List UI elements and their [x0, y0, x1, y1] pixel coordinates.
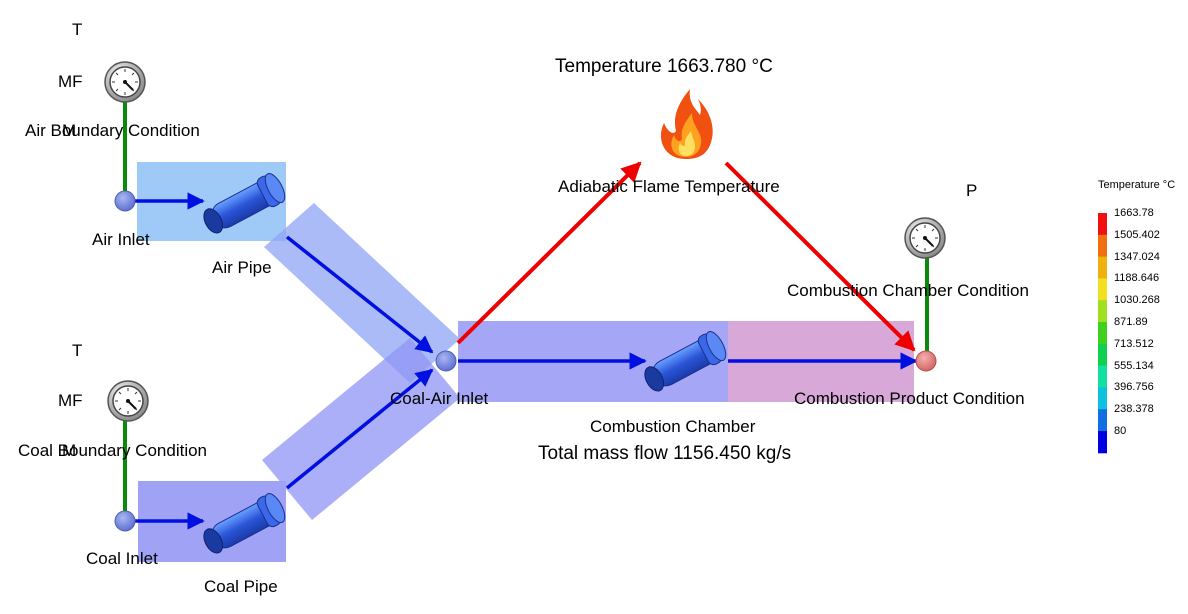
junction-to-flame-arrow [456, 161, 642, 345]
air-boundary-condition-label: Air Boundary Condition [25, 121, 200, 140]
legend-swatch [1098, 234, 1107, 258]
legend-swatch [1098, 365, 1107, 388]
flame-to-product-arrow [724, 161, 916, 352]
legend-swatch [1098, 343, 1107, 367]
legend-swatch [1098, 431, 1107, 454]
legend-swatch [1098, 278, 1107, 301]
legend-swatch [1098, 409, 1107, 432]
legend-value-label: 1663.78 [1114, 207, 1154, 219]
temperature-readout: Temperature 1663.780 °C [555, 56, 773, 77]
air-inlet-node-icon[interactable] [114, 190, 136, 212]
legend-value-label: 80 [1114, 425, 1127, 437]
legend-swatch [1098, 213, 1107, 236]
air-pipe-diagonal-region[interactable] [264, 203, 460, 383]
legend-value-label: 1030.268 [1114, 294, 1160, 307]
coal-inlet-node-icon[interactable] [114, 510, 136, 532]
combustion-chamber-condition-label: Combustion Chamber Condition [787, 281, 1029, 300]
total-mass-flow-readout: Total mass flow 1156.450 kg/s [538, 443, 792, 464]
air-pipe-label: Air Pipe [212, 258, 272, 277]
combustion-product-node-icon[interactable] [915, 350, 937, 372]
coal-pipe-label: Coal Pipe [204, 577, 278, 596]
air-inlet-label: Air Inlet [92, 230, 150, 249]
legend-value-label: 1347.024 [1114, 250, 1160, 263]
legend-value-label: 1505.402 [1114, 228, 1160, 241]
legend-swatch [1098, 322, 1107, 345]
flame-icon[interactable] [660, 89, 713, 159]
legend-value-label: 396.756 [1114, 381, 1154, 394]
combustion-chamber-label: Combustion Chamber [590, 417, 756, 436]
air-mf-label: MF [58, 72, 83, 91]
chamber-p-label: P [966, 181, 978, 200]
legend-value-label: 713.512 [1114, 337, 1154, 350]
legend-value-label: 1188.646 [1114, 272, 1160, 285]
coal-t-label: T [72, 341, 83, 360]
adiabatic-flame-temperature-label: Adiabatic Flame Temperature [558, 177, 780, 196]
legend-value-label: 555.134 [1114, 359, 1154, 372]
air-pipe-to-junction-arrow [285, 235, 434, 354]
coal-inlet-label: Coal Inlet [86, 549, 158, 568]
coal-air-inlet-label: Coal-Air Inlet [390, 389, 489, 408]
combustion-product-condition-label: Combustion Product Condition [794, 389, 1025, 408]
legend-title: Temperature °C [1098, 179, 1176, 191]
air-boundary-gauge-icon[interactable] [104, 61, 146, 103]
air-t-label: T [72, 20, 83, 39]
legend-value-label: 871.89 [1114, 316, 1148, 328]
coal-boundary-gauge-icon[interactable] [107, 380, 149, 422]
coal-boundary-condition-label: Coal Boundary Condition [18, 441, 208, 460]
coal-air-inlet-node-icon[interactable] [435, 350, 457, 372]
coal-mf-label: MF [58, 391, 83, 410]
coal-pipe-to-junction-arrow [285, 368, 434, 490]
legend-swatch [1098, 387, 1107, 410]
coal-m-label: M [62, 441, 77, 460]
legend-swatch [1098, 300, 1107, 323]
chamber-condition-gauge-icon[interactable] [904, 217, 946, 259]
air-m-label: M [62, 121, 77, 140]
temperature-legend-bar [1098, 213, 1107, 454]
legend-swatch [1098, 256, 1107, 279]
legend-value-label: 238.378 [1114, 403, 1154, 416]
